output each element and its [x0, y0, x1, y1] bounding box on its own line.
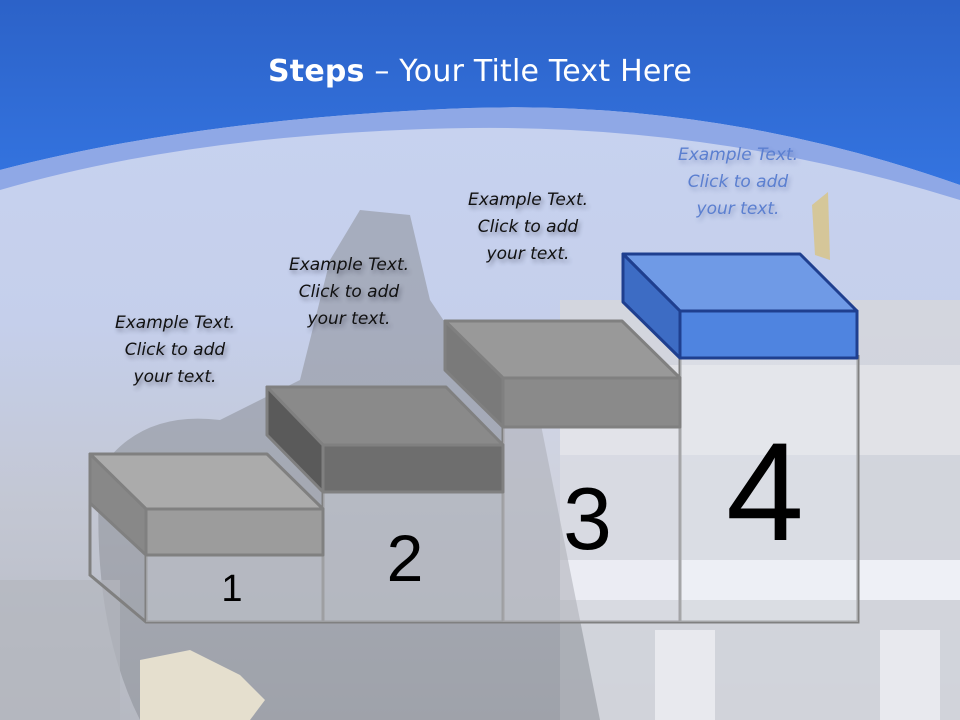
- title-rest: – Your Title Text Here: [364, 54, 693, 89]
- title-bold: Steps: [267, 54, 365, 89]
- step-4-column: [680, 358, 858, 622]
- step-3-block[interactable]: [443, 319, 682, 429]
- step-2-number: 2: [386, 521, 424, 595]
- step-3-column: [503, 427, 680, 622]
- step-3-label-line3: your text.: [486, 244, 570, 264]
- page-title[interactable]: Steps – Your Title Text Here: [0, 54, 960, 89]
- step-4-label-line2: Click to add: [687, 172, 789, 192]
- step-2-label[interactable]: Example Text. Click to add your text.: [259, 252, 439, 333]
- step-1-label-line1: Example Text.: [114, 313, 236, 333]
- step-2-label-line3: your text.: [307, 309, 391, 329]
- step-1-label[interactable]: Example Text. Click to add your text.: [85, 310, 265, 391]
- step-4-label-line1: Example Text.: [677, 145, 799, 165]
- step-1-column: [146, 555, 323, 622]
- step-4-label-line3: your text.: [696, 199, 780, 219]
- step-2-label-line1: Example Text.: [288, 255, 410, 275]
- step-1-label-line2: Click to add: [124, 340, 226, 360]
- step-3-label[interactable]: Example Text. Click to add your text.: [438, 187, 618, 268]
- step-4-block[interactable]: [621, 252, 859, 360]
- step-2-column: [323, 492, 503, 622]
- step-2-label-line2: Click to add: [298, 282, 400, 302]
- step-4-number: 4: [726, 413, 804, 570]
- step-3-number: 3: [563, 469, 612, 568]
- step-4-label[interactable]: Example Text. Click to add your text.: [648, 142, 828, 223]
- step-3-label-line1: Example Text.: [467, 190, 589, 210]
- step-1-number: 1: [221, 568, 243, 610]
- step-1-label-line3: your text.: [133, 367, 217, 387]
- step-2-block[interactable]: [265, 385, 505, 494]
- step-1-block[interactable]: [88, 452, 325, 557]
- step-3-label-line2: Click to add: [477, 217, 579, 237]
